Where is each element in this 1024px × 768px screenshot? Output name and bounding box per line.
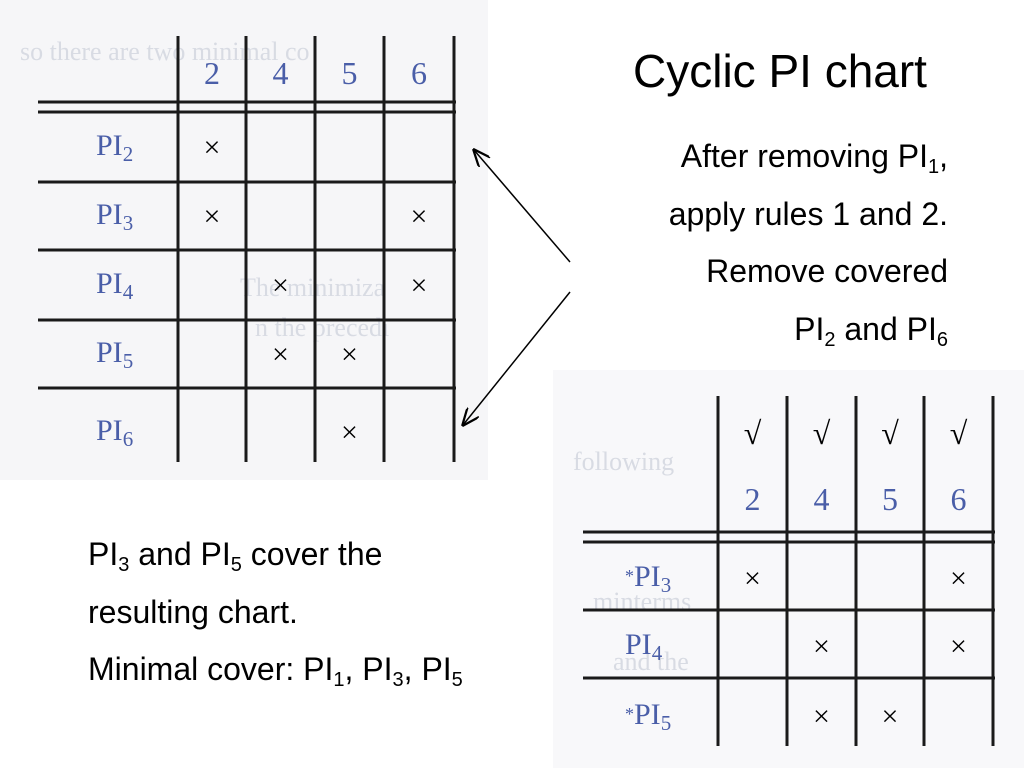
cross-mark: × bbox=[744, 562, 761, 595]
conclusion-text: PI3 and PI5 cover the resulting chart. Min… bbox=[88, 526, 568, 699]
explanation-line-4: PI2 and PI6 bbox=[794, 310, 948, 351]
cross-mark: × bbox=[204, 200, 221, 233]
cross-mark: × bbox=[813, 700, 830, 733]
col-header-6: 6 bbox=[411, 55, 427, 91]
row-label-pi3: PI3 bbox=[96, 198, 133, 235]
ghost-text-2: The minimiza bbox=[240, 273, 386, 302]
row-label-pi5: PI5 bbox=[96, 336, 133, 373]
cross-mark: × bbox=[411, 269, 428, 302]
ghost-text-3: and the bbox=[613, 647, 689, 676]
col-header-6: 6 bbox=[951, 481, 967, 517]
row-label-pi2: PI2 bbox=[96, 129, 133, 166]
cross-mark: × bbox=[950, 630, 967, 663]
explanation-text: After removing PI1, apply rules 1 and 2. R… bbox=[488, 128, 948, 358]
row-label-pi4: PI4 bbox=[625, 628, 663, 665]
cross-mark: × bbox=[882, 700, 899, 733]
ghost-text-1: so there are two minimal co bbox=[20, 37, 310, 66]
cross-mark: × bbox=[411, 200, 428, 233]
conclusion-line-1: PI3 and PI5 cover the bbox=[88, 536, 383, 576]
explanation-line-1: After removing PI1, bbox=[680, 138, 948, 178]
cross-mark: × bbox=[272, 338, 289, 371]
col-header-4: 4 bbox=[273, 55, 289, 91]
cross-mark: × bbox=[813, 630, 830, 663]
row-label-pi4: PI4 bbox=[96, 267, 134, 304]
cross-mark: × bbox=[950, 562, 967, 595]
col-header-4: 4 bbox=[814, 481, 830, 517]
arrow-up bbox=[474, 150, 571, 263]
col-header-5: 5 bbox=[882, 481, 898, 517]
paper-background bbox=[0, 0, 488, 480]
col-header-2: 2 bbox=[204, 55, 220, 91]
cross-mark: × bbox=[204, 131, 221, 164]
col-header-2: 2 bbox=[745, 481, 761, 517]
row-label-pi3: *PI3 bbox=[625, 560, 671, 597]
explanation-line-2: apply rules 1 and 2. bbox=[668, 195, 948, 232]
explanation-line-3: Remove covered bbox=[706, 253, 948, 289]
check-mark: √ bbox=[744, 415, 762, 451]
check-mark: √ bbox=[881, 415, 899, 451]
slide-title: Cyclic PI chart bbox=[633, 45, 927, 97]
col-header-5: 5 bbox=[342, 55, 358, 91]
pi-chart-original-svg: so there are two minimal co The minimiza n… bbox=[0, 0, 488, 480]
ghost-text-3: n the precedi bbox=[255, 313, 389, 342]
arrow-down bbox=[463, 291, 571, 425]
pi-chart-original: so there are two minimal co The minimiza n… bbox=[0, 0, 488, 480]
ghost-text-1: following bbox=[573, 447, 674, 476]
cross-mark: × bbox=[272, 269, 289, 302]
conclusion-line-3: Minimal cover: PI1, PI3, PI5 bbox=[88, 651, 463, 691]
check-mark: √ bbox=[950, 415, 968, 451]
check-mark: √ bbox=[813, 415, 831, 451]
cross-mark: × bbox=[341, 338, 358, 371]
cross-mark: × bbox=[341, 416, 358, 449]
conclusion-line-2: resulting chart. bbox=[88, 593, 298, 630]
row-label-pi6: PI6 bbox=[96, 414, 133, 451]
row-label-pi5: *PI5 bbox=[625, 698, 671, 735]
